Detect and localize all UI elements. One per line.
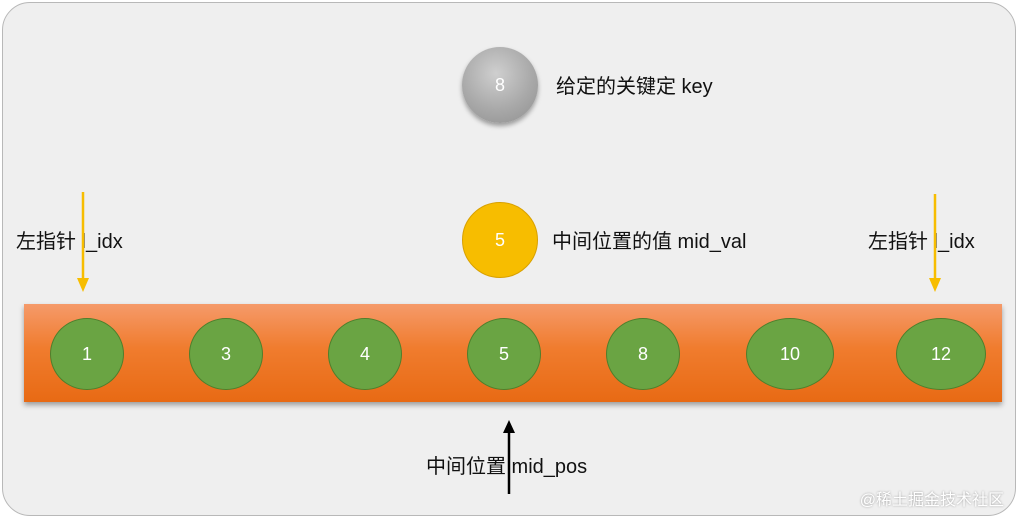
- array-node-value: 1: [81, 343, 92, 364]
- watermark: @稀土掘金技术社区: [859, 492, 1004, 509]
- array-node: 12: [896, 318, 986, 390]
- right-pointer-label: 左指针 l_idx: [868, 231, 975, 253]
- left-pointer-arrow: [77, 192, 89, 292]
- array-node-value: 4: [359, 343, 370, 364]
- array-node: 5: [467, 318, 541, 390]
- mid-value: 5: [494, 229, 505, 250]
- left-pointer-label: 左指针 l_idx: [16, 231, 123, 253]
- mid-pos-label: 中间位置 mid_pos: [426, 456, 588, 478]
- mid-value-label: 中间位置的值 mid_val: [552, 231, 747, 253]
- mid-pos-arrow: [503, 420, 515, 494]
- array-node: 8: [606, 318, 680, 390]
- array-node: 1: [50, 318, 124, 390]
- key-value: 8: [494, 74, 505, 95]
- array-node-value: 10: [779, 343, 801, 364]
- array-node: 3: [189, 318, 263, 390]
- array-node-value: 5: [498, 343, 509, 364]
- key-label: 给定的关键定 key: [556, 76, 713, 98]
- array-node-value: 12: [930, 343, 952, 364]
- array-node: 4: [328, 318, 402, 390]
- key-circle: 8: [462, 47, 538, 123]
- right-pointer-arrow: [929, 194, 941, 292]
- array-node: 10: [746, 318, 834, 390]
- array-node-value: 3: [220, 343, 231, 364]
- mid-value-circle: 5: [462, 202, 538, 278]
- array-node-value: 8: [637, 343, 648, 364]
